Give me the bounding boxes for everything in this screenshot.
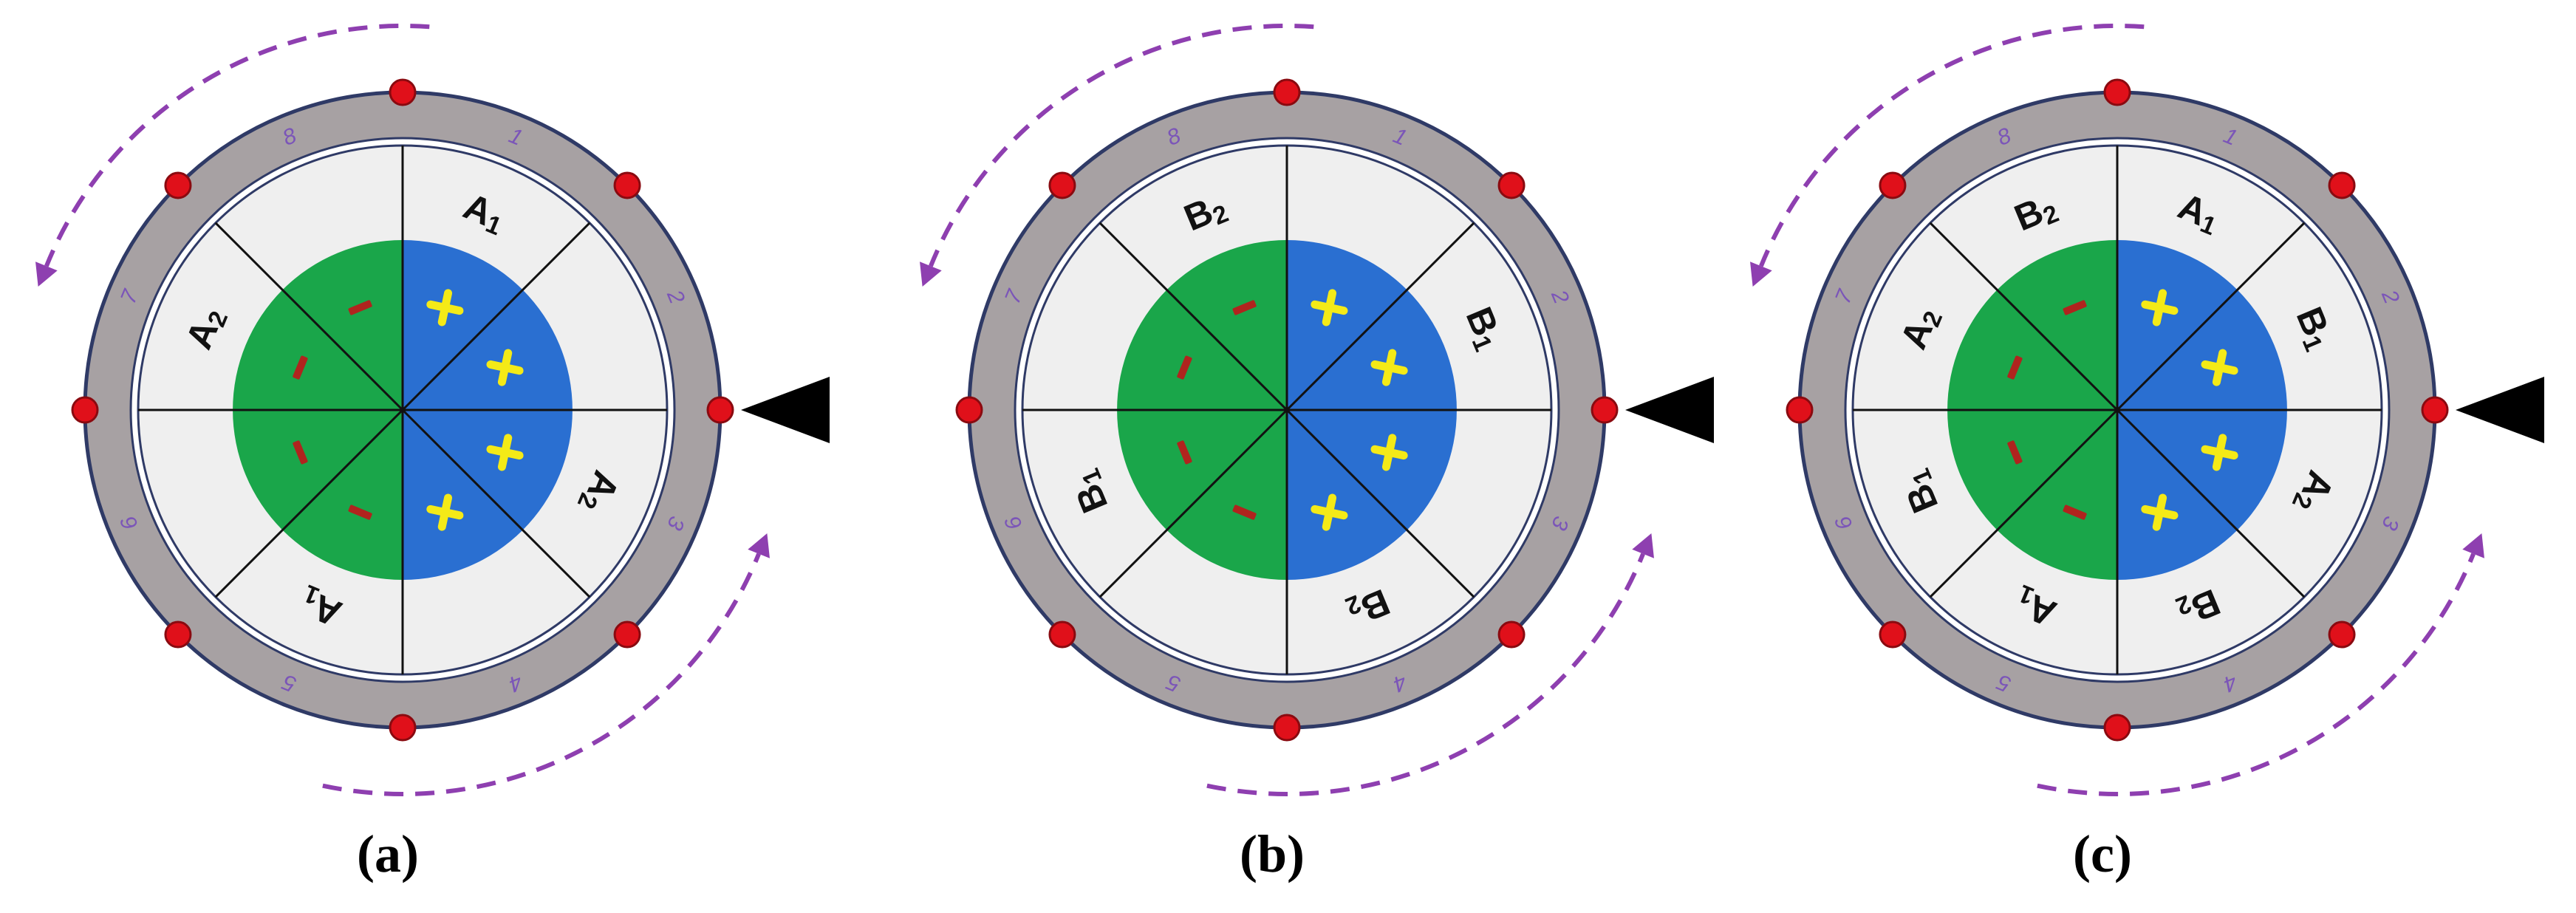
plus-mark [426, 493, 464, 531]
spoke-line [1929, 408, 2119, 598]
minus-mark [2007, 355, 2023, 380]
terminal-node [2328, 171, 2356, 199]
spoke-line [1929, 222, 2119, 411]
panel-caption: (a) [357, 824, 419, 883]
spoke-line [2116, 222, 2306, 411]
terminal-node [1879, 620, 1907, 649]
plus-mark [2201, 349, 2238, 386]
plus-mark [2141, 493, 2179, 531]
spoke-line [1099, 222, 1288, 411]
terminal-node [2421, 396, 2449, 424]
rotation-arrowhead-icon [920, 261, 942, 287]
rotation-arrowhead-icon [1750, 261, 1772, 287]
terminal-node [1273, 78, 1301, 106]
minus-mark [2063, 505, 2087, 520]
rotation-arrowhead-icon [748, 533, 770, 558]
minus-mark [293, 440, 308, 465]
panel-caption: (c) [2073, 824, 2132, 883]
minus-mark [1177, 440, 1192, 465]
spoke-line [2116, 408, 2306, 598]
rotation-arrowhead-icon [2462, 533, 2484, 558]
terminal-node [2103, 714, 2131, 742]
plus-mark [426, 289, 464, 326]
terminal-node [613, 171, 641, 199]
terminal-node [2328, 620, 2356, 649]
pointer-triangle-icon [2456, 377, 2544, 443]
rotation-arrow [929, 24, 1314, 267]
terminal-node [164, 171, 192, 199]
minus-mark [1232, 505, 1257, 520]
panel-caption: (b) [1240, 824, 1305, 883]
terminal-node [613, 620, 641, 649]
minus-mark [2007, 440, 2023, 465]
spoke-line [214, 222, 404, 411]
rotation-arrow [2037, 553, 2476, 796]
plus-mark [2201, 434, 2238, 471]
spoke-line [1285, 408, 1475, 598]
minus-mark [348, 300, 372, 315]
plus-mark [1311, 493, 1348, 531]
pointer-triangle-icon [1625, 377, 1714, 443]
terminal-node [1786, 396, 1814, 424]
terminal-node [1048, 620, 1076, 649]
plus-mark [486, 434, 524, 471]
rotation-arrow [1759, 24, 2145, 267]
terminal-node [1048, 171, 1076, 199]
spoke-line [1099, 408, 1288, 598]
spoke-line [401, 408, 591, 598]
terminal-node [2103, 78, 2131, 106]
minus-mark [293, 355, 308, 380]
plus-mark [2141, 289, 2179, 326]
terminal-node [389, 78, 417, 106]
terminal-node [1497, 171, 1526, 199]
pole-label: A2 [2286, 465, 2343, 519]
plus-mark [1311, 289, 1348, 326]
minus-mark [1232, 300, 1257, 315]
terminal-node [706, 396, 734, 424]
spoke-line [401, 222, 591, 411]
terminal-node [1497, 620, 1526, 649]
minus-mark [1177, 355, 1192, 380]
rotation-arrowhead-icon [1632, 533, 1654, 558]
pointer-triangle-icon [741, 377, 830, 443]
spoke-line [1285, 222, 1475, 411]
terminal-node [1273, 714, 1301, 742]
terminal-node [1591, 396, 1619, 424]
panels-layer: 12345678A1A2A1A2(a)12345678B1B2B1B2(b)12… [35, 24, 2544, 883]
rotation-arrow [44, 24, 430, 267]
minus-mark [2063, 300, 2087, 315]
terminal-node [71, 396, 99, 424]
rotation-arrow [1206, 553, 1645, 796]
plus-mark [1370, 349, 1408, 386]
plus-mark [1370, 434, 1408, 471]
minus-mark [348, 505, 372, 520]
spoke-line [214, 408, 404, 598]
rotation-arrowhead-icon [35, 261, 58, 287]
plus-mark [486, 349, 524, 386]
terminal-node [389, 714, 417, 742]
terminal-node [1879, 171, 1907, 199]
terminal-node [164, 620, 192, 649]
terminal-node [955, 396, 983, 424]
rotation-arrow [322, 553, 761, 796]
